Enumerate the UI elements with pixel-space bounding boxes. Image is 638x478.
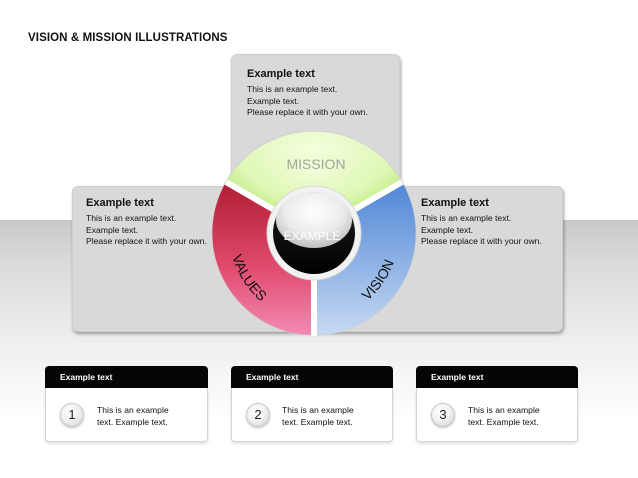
card-1-line-2: text. Example text. [97,416,168,427]
card-3-text: This is an example text. Example text. [468,405,540,428]
card-3-line-1: This is an example [468,405,540,415]
right-line-3: Please replace it with your own. [421,236,542,246]
card-3-number: 3 [431,403,455,427]
card-2-number: 2 [246,403,270,427]
card-2-text: This is an example text. Example text. [282,405,354,428]
hub-label: EXAMPLE [284,229,341,243]
top-line-2: Example text. [247,95,300,106]
hub-gloss [276,192,352,248]
card-3-line-2: text. Example text. [468,416,539,427]
left-line-2: Example text. [86,224,139,235]
left-heading: Example text [86,197,154,209]
card-2-header: Example text [231,366,393,388]
top-text-block: Example text This is an example text. Ex… [247,68,368,119]
card-1-header: Example text [45,366,208,388]
left-line-3: Please replace it with your own. [86,236,207,246]
top-heading: Example text [247,68,315,80]
card-3-header: Example text [416,366,578,388]
right-text-block: Example text This is an example text. Ex… [421,197,542,248]
left-line-1: This is an example text. [86,213,177,223]
top-line-1: This is an example text. [247,84,338,94]
card-1-number: 1 [60,403,84,427]
card-2-line-2: text. Example text. [282,416,353,427]
card-1-line-1: This is an example [97,405,169,415]
right-line-1: This is an example text. [421,213,512,223]
card-1-text: This is an example text. Example text. [97,405,169,428]
right-line-2: Example text. [421,224,474,235]
mission-label: MISSION [286,156,345,172]
right-heading: Example text [421,197,489,209]
top-line-3: Please replace it with your own. [247,107,368,117]
page-title: VISION & MISSION ILLUSTRATIONS [28,32,228,44]
card-2-line-1: This is an example [282,405,354,415]
left-text-block: Example text This is an example text. Ex… [86,197,207,248]
